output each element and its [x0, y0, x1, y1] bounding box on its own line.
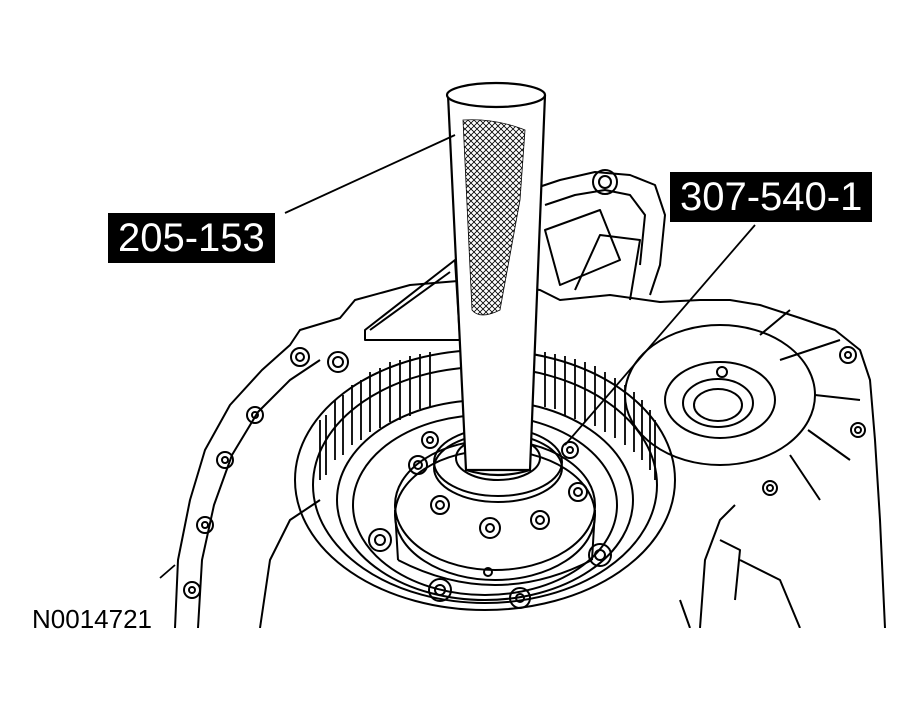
leader-lines	[159, 134, 756, 579]
figure-id: N0014721	[32, 604, 152, 634]
driver-handle-tool	[445, 81, 547, 477]
callout-label-tool-b: 307-540-1	[670, 172, 873, 222]
case-outline	[174, 279, 886, 628]
callout-label-tool-a: 205-153	[108, 213, 275, 263]
